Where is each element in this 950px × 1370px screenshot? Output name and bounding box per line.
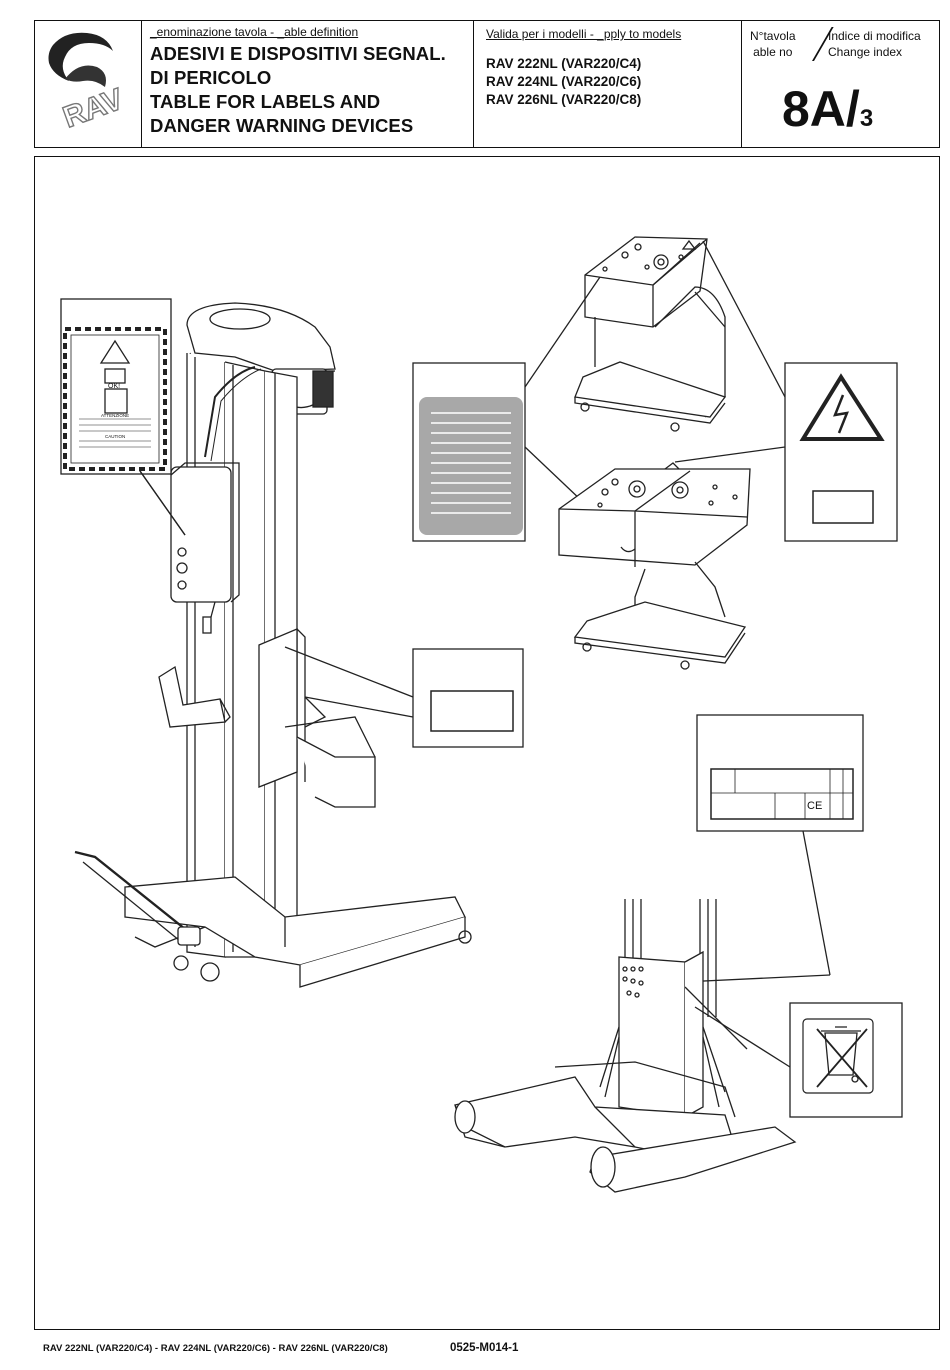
title-line-4: DANGER WARNING DEVICES	[150, 115, 414, 136]
instruction-label-caption-2: CAUTION	[105, 434, 125, 439]
ce-mark-icon: CE	[807, 800, 822, 812]
model-line-2: RAV 224NL (VAR220/C6)	[486, 74, 642, 89]
text-label-callout	[412, 276, 601, 542]
model-line-1: RAV 222NL (VAR220/C4)	[486, 56, 642, 71]
footer-models: RAV 222NL (VAR220/C4) - RAV 224NL (VAR22…	[43, 1343, 388, 1354]
instruction-label-caption-1: ATTENZIONE	[101, 413, 129, 418]
title-block: RAV _enominazione tavola - _able definit…	[34, 20, 940, 148]
column-lift-right	[454, 899, 797, 1193]
title-caption: _enominazione tavola - _able definition	[150, 25, 359, 39]
models-cell: Valida per i modelli - _pply to models R…	[474, 21, 742, 147]
models-caption: Valida per i modelli - _pply to models	[486, 27, 682, 41]
column-lift-left	[74, 302, 472, 988]
high-voltage-callout	[674, 240, 898, 542]
weee-callout	[789, 1002, 903, 1118]
index-cell: N°tavola able no Indice di modifica Chan…	[742, 21, 939, 147]
weee-crossed-bin-icon	[816, 1026, 868, 1088]
instruction-label-ok: OK!	[108, 383, 120, 390]
title-line-3: TABLE FOR LABELS AND	[150, 91, 381, 112]
carriage-label-callout	[284, 646, 524, 748]
model-line-3: RAV 226NL (VAR220/C8)	[486, 92, 642, 107]
rating-plate-callout: CE	[682, 714, 864, 983]
logo-cell: RAV	[35, 21, 142, 147]
footer-doc-code: 0525-M014-1	[450, 1342, 519, 1354]
change-index-value: 3	[859, 105, 874, 132]
svg-text:RAV: RAV	[59, 83, 128, 135]
title-line-1: ADESIVI E DISPOSITIVI SEGNAL.	[150, 43, 446, 64]
table-no-label: N°tavola able no	[750, 29, 796, 59]
control-console-double	[558, 462, 751, 670]
logo-icon: RAV	[48, 32, 128, 135]
instruction-label-callout	[60, 298, 186, 536]
sheet-number: 8A/3	[782, 81, 874, 137]
technical-drawing: OK! ATTENZIONE CAUTION	[60, 236, 903, 1193]
title-cell: _enominazione tavola - _able definition …	[142, 21, 474, 147]
change-index-label: Indice di modifica Change index	[828, 29, 921, 59]
high-voltage-warning-icon	[799, 373, 885, 441]
control-console-top	[574, 236, 727, 432]
title-line-2: DI PERICOLO	[150, 67, 272, 88]
drawing-frame: OK! ATTENZIONE CAUTION	[34, 156, 940, 1330]
